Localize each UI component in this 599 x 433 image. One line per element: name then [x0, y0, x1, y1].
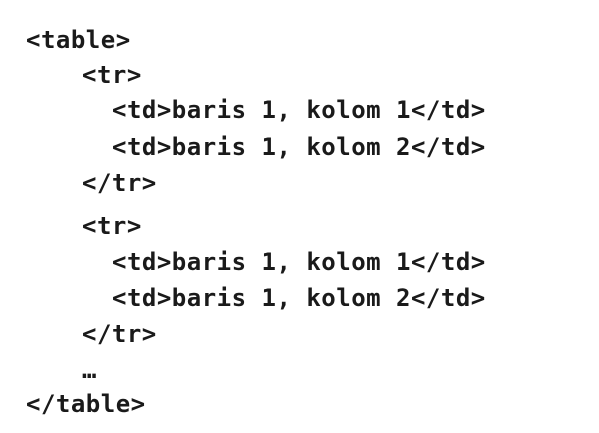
code-line-table-close: </table>	[26, 390, 146, 418]
code-line-table-open: <table>	[26, 26, 131, 54]
code-line-tr-close: </tr>	[82, 169, 157, 197]
code-line-tr-close: </tr>	[82, 320, 157, 348]
code-line-td: <td>baris 1, kolom 1</td>	[112, 96, 486, 124]
code-line-td: <td>baris 1, kolom 1</td>	[112, 248, 486, 276]
code-line-tr-open: <tr>	[82, 212, 142, 240]
code-line-tr-open: <tr>	[82, 61, 142, 89]
code-line-td: <td>baris 1, kolom 2</td>	[112, 284, 486, 312]
code-line-td: <td>baris 1, kolom 2</td>	[112, 133, 486, 161]
code-line-ellipsis: …	[82, 356, 97, 384]
